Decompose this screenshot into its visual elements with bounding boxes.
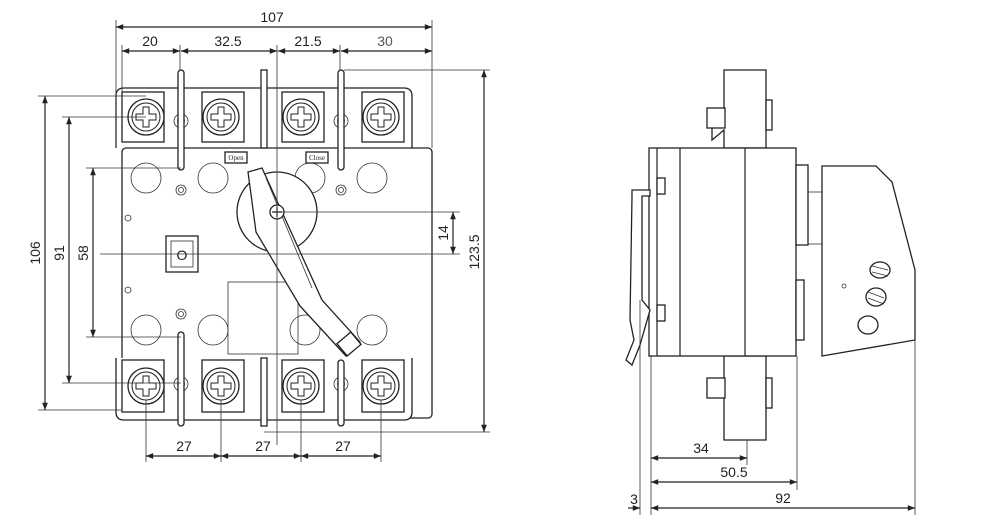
dim-27-3: 27 [335, 438, 351, 454]
dim-14: 14 [435, 225, 451, 241]
screw-icons [127, 98, 400, 405]
dim-50-5: 50.5 [720, 464, 747, 480]
dim-123-5: 123.5 [466, 234, 482, 269]
open-label: Open [228, 154, 244, 162]
screw-icon [362, 98, 400, 136]
screw-icon [282, 98, 320, 136]
dim-34: 34 [693, 440, 709, 456]
front-view: O Open Close 107 2 [27, 9, 490, 462]
dim-106: 106 [27, 241, 43, 265]
dim-27-1: 27 [176, 438, 192, 454]
side-terminal-bottom [723, 355, 767, 441]
dim-30: 30 [377, 33, 393, 49]
dim-21-5: 21.5 [294, 33, 321, 49]
label-plate [227, 281, 299, 355]
dim-20: 20 [142, 33, 158, 49]
screw-icon [202, 98, 240, 136]
dim-32-5: 32.5 [214, 33, 241, 49]
dim-91: 91 [51, 245, 67, 261]
dim-58: 58 [75, 245, 91, 261]
dim-92: 92 [775, 490, 791, 506]
dim-107: 107 [260, 9, 284, 25]
screw-icon [202, 367, 240, 405]
close-label: Close [309, 154, 325, 162]
din-rail-clip[interactable] [625, 189, 651, 367]
indicator-label: O [177, 247, 188, 263]
screw-icon [362, 367, 400, 405]
side-view: 34 50.5 92 3 [625, 69, 916, 515]
side-body [648, 147, 797, 357]
screw-icon [282, 367, 320, 405]
screw-icon [127, 367, 165, 405]
dim-27-2: 27 [255, 438, 271, 454]
dim-3: 3 [630, 491, 638, 507]
handle-cover [821, 165, 916, 357]
